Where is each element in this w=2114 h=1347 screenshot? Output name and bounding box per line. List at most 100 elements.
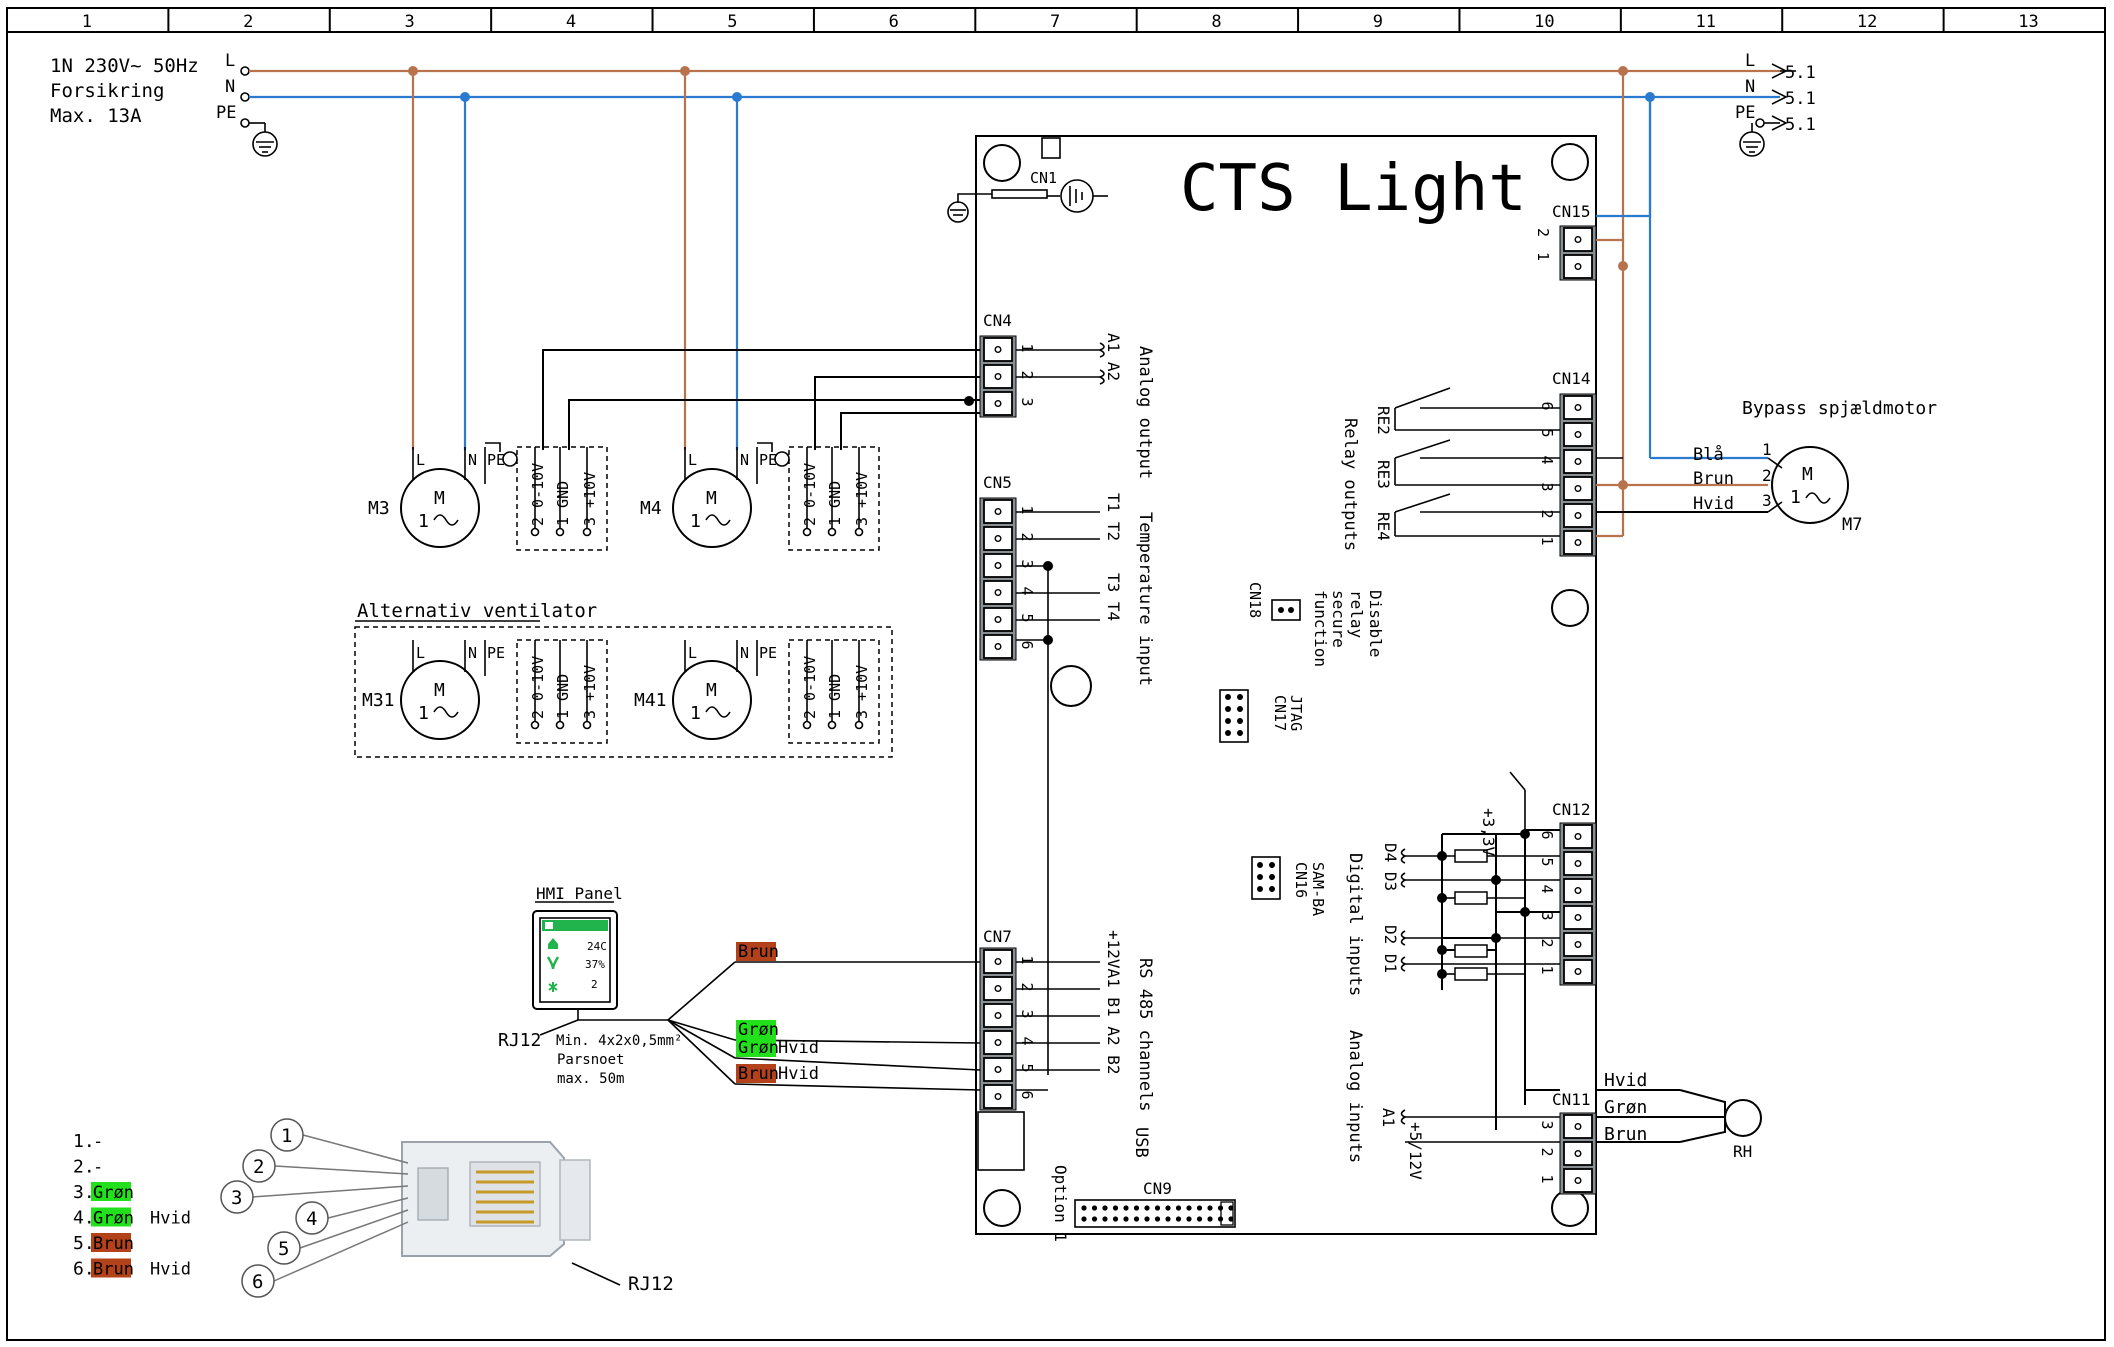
pin-number: 6 [1018,1091,1036,1100]
rj12-legend-row: 3.Grøn [73,1182,134,1203]
mount-hole [983,1189,1021,1227]
supply-n-label: N [225,77,235,97]
terminal-pe: PE [759,644,777,662]
color-tag [736,1038,776,1057]
cn17-label: CN17 [1271,695,1289,731]
callout-number: 3 [231,1187,242,1209]
hmi-cable-length: max. 50m [557,1071,624,1087]
color-tag [91,1233,131,1252]
cn12-supply: +3,3V [1479,808,1498,857]
color-tag [91,1258,131,1278]
rj12-legend-row: 5.Brun [73,1233,134,1254]
motor-symbol-1: 1 [690,703,701,724]
pin-number: 5 [1538,858,1556,867]
column-number: 11 [1696,12,1716,32]
motor-id: M31 [362,690,395,711]
output-pe: PE 5.1 [1735,103,1816,157]
junction-dot [732,92,742,102]
supply-pe-label: PE [216,103,236,123]
rj12-label: RJ12 [628,1273,674,1295]
fan-icon [548,982,558,992]
legend-number: 5. [73,1233,95,1254]
motor-symbol-m: M [706,488,717,509]
pin-number: 2 [1018,371,1036,380]
cn16-header [1251,856,1281,900]
pin-number: 2 [1538,1148,1556,1157]
wire-color: Brun [738,942,779,962]
pin-number: 4 [1018,1037,1036,1046]
supply-l-label: L [225,51,235,71]
wire-color: Grøn [738,1038,779,1058]
legend-color: Brun [93,1260,134,1280]
cn7-signals: +12VA1 B1 A2 B2 [1104,930,1123,1075]
wire-color: Brun [738,1064,779,1084]
relay-re4: RE4 [1374,512,1393,541]
board-title: CTS Light [1180,152,1527,226]
cn5-signals-b: T3 T4 [1104,573,1123,621]
legend-extra: Hvid [150,1209,191,1229]
motor-icon [672,468,752,548]
supply-spec: 1N 230V~ 50Hz Forsikring Max. 13A [50,55,199,127]
control-terminal: 3 +10V [581,665,599,719]
relay-re2: RE2 [1374,406,1393,435]
cn17-header [1219,689,1249,743]
pin-number: 4 [1018,587,1036,596]
cn18-fn-2: relay [1347,590,1366,639]
motor-symbol-m: M [706,680,717,701]
control-terminal: 2 0-10V [529,463,547,526]
cn4-block: 123 [979,335,1036,418]
motor-icon [400,660,480,740]
output-l-ref: 5.1 [1785,63,1816,83]
output-l-label: L [1745,51,1755,71]
earth-icon [1739,131,1765,157]
cn11-block: 321 [1538,1112,1597,1195]
cn14-function: Relay outputs [1340,418,1360,551]
option-label: Option 1 [1051,1165,1070,1242]
rh-wire-gron: Grøn [1604,1097,1647,1118]
cn12-label: CN12 [1552,800,1591,819]
junction-dot [408,66,418,76]
color-tag [736,1020,776,1039]
terminal-l: L [416,644,425,662]
cn5-label: CN5 [983,473,1012,492]
cn15-block [1559,225,1597,281]
cn11-input: A1 [1379,1108,1398,1127]
cn17-function: JTAG [1287,695,1305,731]
legend-number: 1. [73,1131,95,1152]
legend-color: Grøn [93,1183,134,1203]
pin-number: 2 [1018,983,1036,992]
column-number: 4 [566,12,576,32]
hmi-row-humidity: 37% [585,958,605,971]
control-terminal: 1 GND [826,674,844,719]
pin-number: 3 [1018,560,1036,569]
terminal-pe: PE [759,451,777,469]
terminal-n: N [468,451,477,469]
control-terminal: 2 0-10V [801,463,819,526]
bypass-motor-id: M7 [1842,515,1862,535]
alternative-fan-label: Alternativ ventilator [357,600,597,622]
pin-number: 1 [1018,956,1036,965]
control-terminal: 1 GND [554,674,572,719]
hmi-connector: RJ12 [498,1030,541,1051]
pin-number: 4 [1538,885,1556,894]
cn7-label: CN7 [983,927,1012,946]
legend-color: - [93,1132,103,1152]
pin-number: 3 [1018,1010,1036,1019]
drop-icon [546,956,560,970]
cn4-function: Analog output [1135,346,1155,479]
wire-extra: Hvid [778,1064,819,1084]
motor-symbol-1: 1 [418,511,429,532]
junction-dot [460,92,470,102]
pin-number: 5 [1018,614,1036,623]
control-terminal: 1 GND [554,481,572,526]
motor-icon [672,660,752,740]
supply-spec-line-3: Max. 13A [50,105,142,127]
wire-extra: Hvid [778,1038,819,1058]
column-number: 2 [243,12,253,32]
cn9-label: CN9 [1143,1179,1172,1198]
